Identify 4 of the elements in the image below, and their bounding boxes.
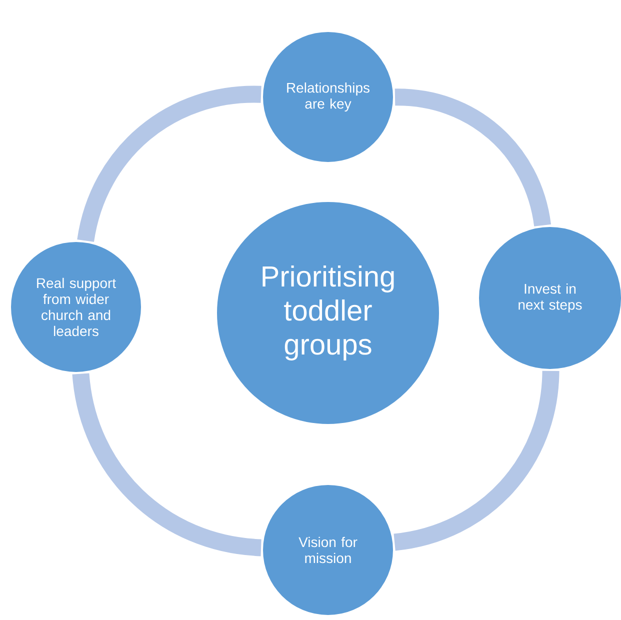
ring-arc — [393, 370, 560, 551]
ring-arc — [77, 86, 262, 242]
ring-arc — [394, 88, 551, 227]
ring-arc — [72, 372, 262, 556]
